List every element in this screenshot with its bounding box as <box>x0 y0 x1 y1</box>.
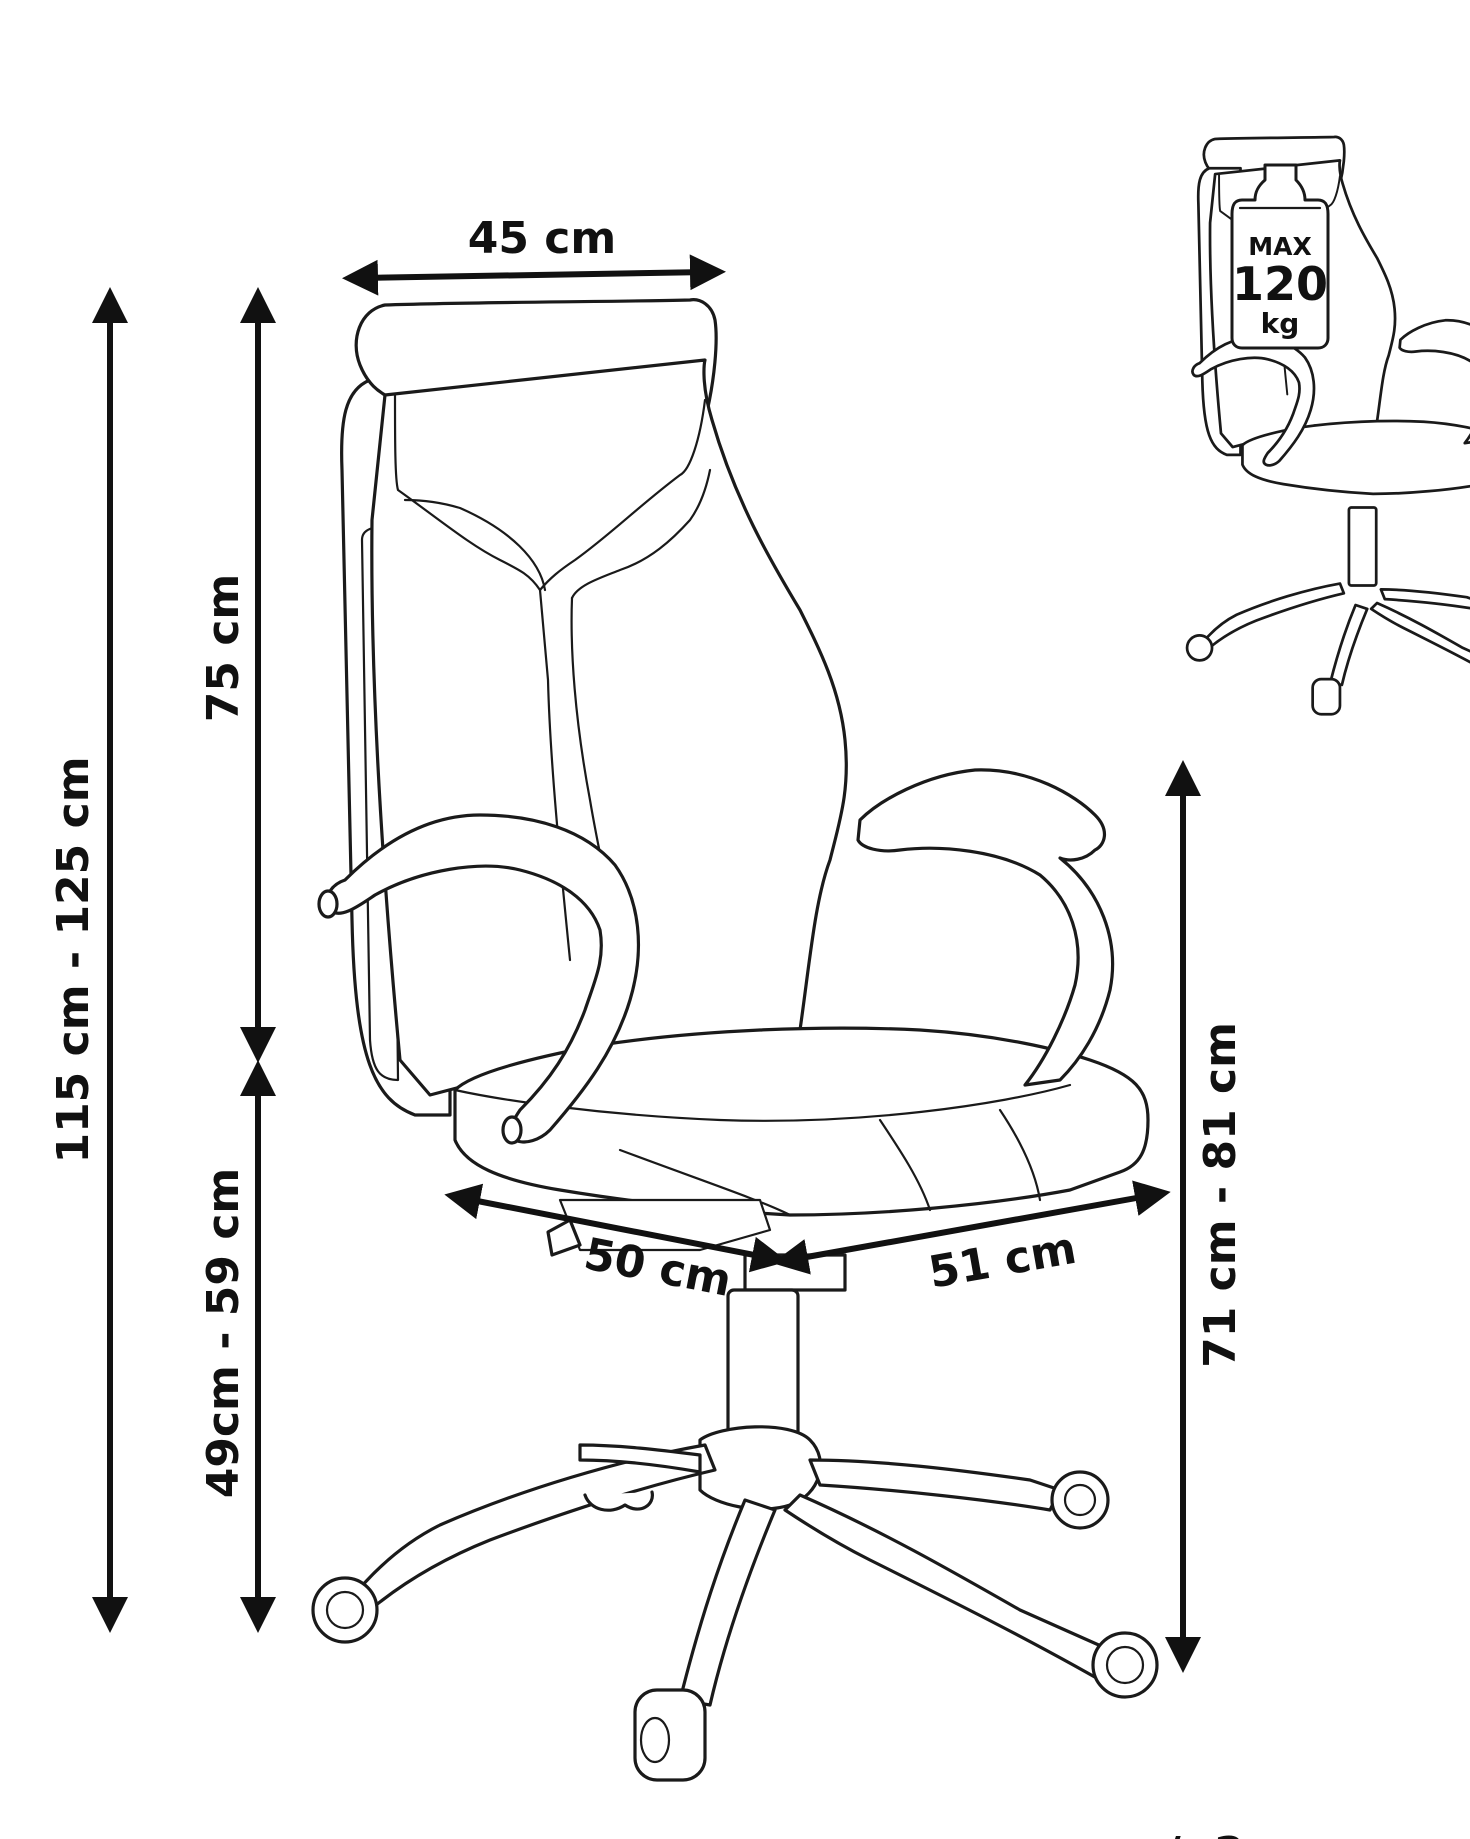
width-arrow <box>342 254 726 296</box>
tolerance-label: +/- 2 cm <box>1128 1828 1332 1839</box>
seat-depth-arrow <box>444 1183 788 1273</box>
width-label: 45 cm <box>468 213 616 264</box>
caster-right <box>1091 1631 1159 1699</box>
caster-front <box>633 1688 707 1782</box>
chair-drawing <box>311 298 1159 1782</box>
backrest-height-label: 75 cm <box>198 574 249 722</box>
seat-width-arrow <box>772 1180 1171 1275</box>
caster-front-left <box>311 1576 379 1644</box>
caster-back-right <box>1050 1470 1110 1530</box>
caster-back-left <box>583 1490 654 1512</box>
total-height-label: 115 cm - 125 cm <box>48 756 99 1163</box>
weight-icon <box>1230 163 1330 350</box>
max-load-line1: MAX <box>1248 232 1312 261</box>
max-load-line2: 120 <box>1232 257 1328 311</box>
arm-height-label: 71 cm - 81 cm <box>1195 1022 1246 1368</box>
seat-height-label: 49cm - 59 cm <box>198 1168 249 1499</box>
max-load-line3: kg <box>1261 307 1300 340</box>
